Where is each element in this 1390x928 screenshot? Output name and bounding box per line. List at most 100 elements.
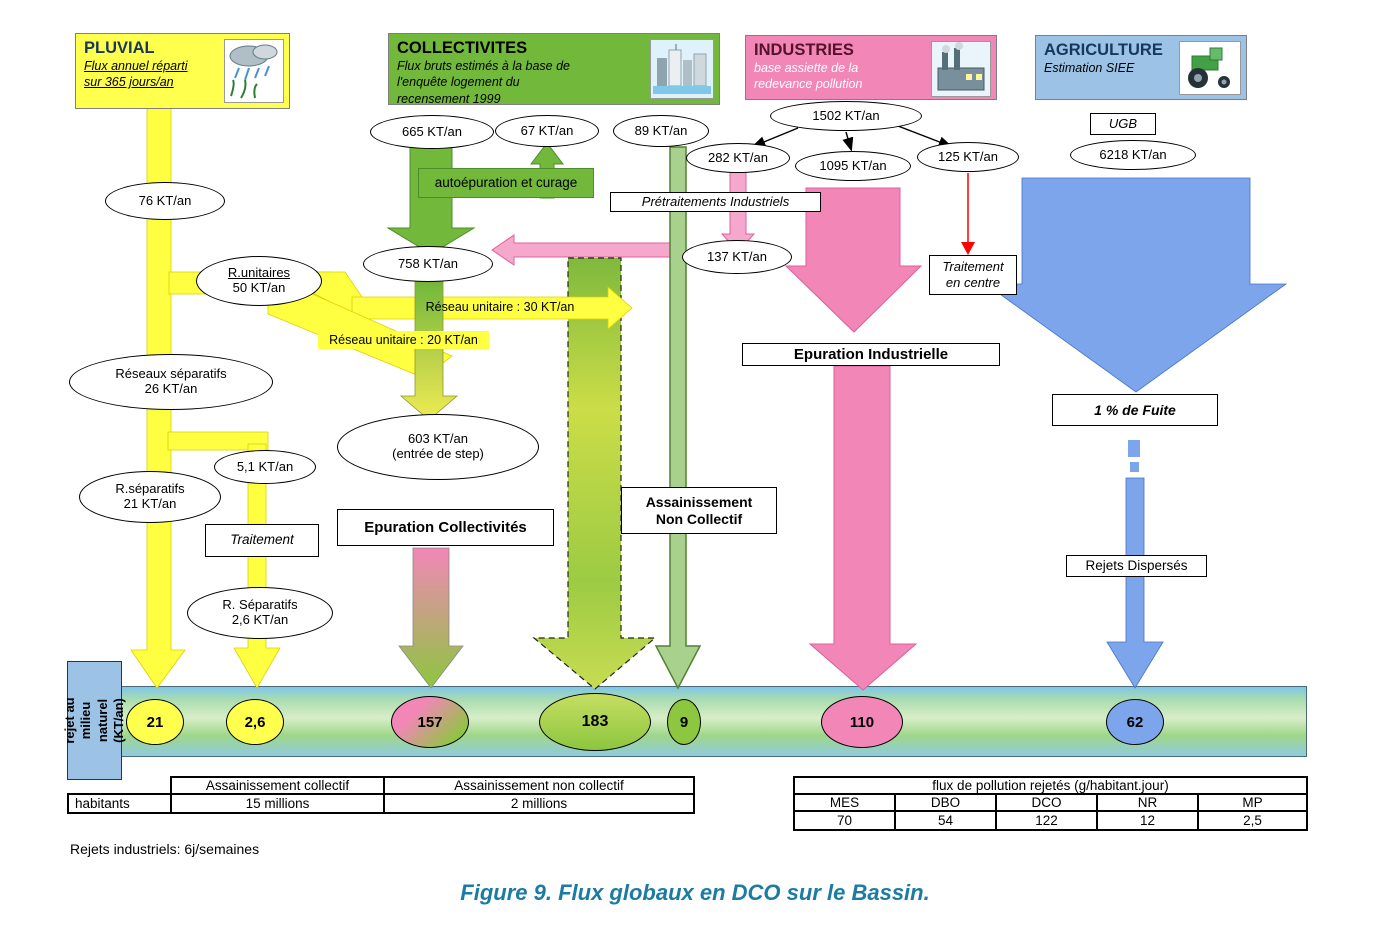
reseau-30-text: Réseau unitaire : 30 KT/an — [425, 300, 575, 314]
outflow-value: 2,6 — [244, 713, 266, 731]
outflow-value: 62 — [1126, 713, 1144, 731]
node-label: 758 KT/an — [398, 255, 458, 271]
assainissement-nc-box: Assainissement Non Collectif — [621, 487, 777, 534]
cell-text: Assainissement non collectif — [454, 778, 624, 793]
node-reseaux-separatifs: Réseaux séparatifs 26 KT/an — [69, 354, 273, 410]
step-outflow-arrow — [398, 547, 464, 689]
tractor-icon — [1179, 41, 1241, 95]
cell-text: 2,5 — [1243, 813, 1262, 828]
node-label: 67 KT/an — [520, 122, 574, 138]
collectivites-subtitle-2: l'enquête logement du — [397, 75, 520, 90]
pollution-val-mp: 2,5 — [1197, 810, 1308, 831]
node-ind-epur: 1095 KT/an — [795, 151, 911, 181]
node-label: 6218 KT/an — [1099, 146, 1167, 162]
node-label-line2: 21 KT/an — [123, 496, 177, 511]
cell-text: 2 millions — [510, 796, 568, 811]
node-label: 1502 KT/an — [812, 107, 880, 123]
reseau-20-label: Réseau unitaire : 20 KT/an — [318, 331, 489, 349]
outflow-anc: 9 — [667, 699, 701, 745]
outflow-unitaire: 183 — [539, 693, 651, 751]
outflow-agriculture: 62 — [1106, 699, 1164, 745]
assainissement-nc-line2: Non Collectif — [655, 510, 743, 527]
outflow-value: 157 — [417, 713, 443, 731]
reseau-20-text: Réseau unitaire : 20 KT/an — [329, 332, 478, 347]
outflow-value: 110 — [849, 713, 875, 731]
pluvial-subtitle-2: sur 365 jours/an — [84, 75, 174, 90]
fuite-box: 1 % de Fuite — [1052, 394, 1218, 426]
disperses-arrow — [1106, 477, 1164, 689]
node-r-separatifs-21: R.séparatifs 21 KT/an — [79, 471, 221, 523]
separatif-branch — [167, 431, 269, 451]
industries-title: INDUSTRIES — [754, 41, 854, 59]
node-entree-step: 603 KT/an (entrée de step) — [337, 414, 539, 480]
outflow-separatif-26: 2,6 — [226, 699, 284, 745]
split-line-3 — [897, 125, 953, 148]
cell-text: flux de pollution rejetés (g/habitant.jo… — [932, 778, 1169, 793]
cell-text: DCO — [1031, 795, 1062, 810]
industrie-epuration-arrow — [784, 187, 923, 333]
fuite-label: 1 % de Fuite — [1094, 401, 1176, 418]
epuration-collectivites-label: Epuration Collectivités — [364, 518, 527, 536]
city-icon — [650, 39, 714, 99]
centre-arrow-head — [961, 242, 975, 255]
autoepuration-label: autoépuration et curage — [434, 174, 578, 190]
traitement-box: Traitement — [205, 524, 319, 557]
node-ind-centre: 125 KT/an — [917, 142, 1019, 172]
node-label-line2: 50 KT/an — [232, 280, 286, 295]
pretraitements-box: Prétraitements Industriels — [610, 192, 821, 212]
node-curage: 67 KT/an — [495, 115, 599, 147]
cell-text: 15 millions — [245, 796, 310, 811]
node-anc-flux: 89 KT/an — [613, 115, 709, 147]
node-coll-brut: 665 KT/an — [370, 115, 494, 149]
agriculture-subtitle-1: Estimation SIEE — [1044, 61, 1135, 75]
epuration-industrielle-box: Epuration Industrielle — [742, 343, 1000, 366]
cell-text: MP — [1242, 795, 1263, 810]
industries-header: INDUSTRIES base assiette de la redevance… — [745, 35, 997, 100]
fuite-dash-2 — [1130, 462, 1139, 472]
node-label: 76 KT/an — [138, 192, 192, 208]
anc-arrow — [654, 146, 702, 690]
industries-subtitle-2: redevance pollution — [754, 77, 863, 92]
habitants-col2-value: 2 millions — [383, 793, 695, 814]
node-r-separatifs-26: R. Séparatifs 2,6 KT/an — [187, 587, 333, 639]
agriculture-arrow — [984, 177, 1288, 393]
node-ind-rejet: 137 KT/an — [682, 240, 792, 274]
cell-text: NR — [1137, 795, 1158, 810]
pollution-val-nr: 12 — [1096, 810, 1199, 831]
node-sep-51: 5,1 KT/an — [214, 450, 316, 484]
ugb-box: UGB — [1090, 113, 1156, 135]
outflow-value: 183 — [581, 713, 609, 730]
cell-text: 54 — [937, 813, 954, 828]
pluvial-title: PLUVIAL — [84, 39, 155, 57]
epuration-collectivites-box: Epuration Collectivités — [337, 509, 554, 546]
outflow-step: 157 — [391, 696, 469, 748]
node-coll-apres: 758 KT/an — [363, 246, 493, 282]
step-inflow-arrow — [399, 281, 459, 421]
node-r-unitaires: R.unitaires 50 KT/an — [196, 256, 322, 306]
node-label: 5,1 KT/an — [236, 458, 294, 474]
figure-caption: Figure 9. Flux globaux en DCO sur le Bas… — [460, 880, 930, 905]
band-axis-label: rejet au milieu naturel (KT/an) — [62, 697, 126, 744]
node-label: 89 KT/an — [634, 122, 688, 138]
pretraitements-label: Prétraitements Industriels — [641, 194, 790, 210]
split-line-2 — [842, 131, 854, 152]
outflow-value: 21 — [146, 713, 164, 731]
node-label-line1: R.séparatifs — [115, 481, 185, 497]
industrie-outflow-arrow — [808, 365, 918, 691]
habitants-row-label: habitants — [67, 793, 172, 814]
cell-text: habitants — [75, 796, 130, 811]
rain-cloud-icon — [224, 39, 284, 103]
epuration-industrielle-label: Epuration Industrielle — [793, 345, 949, 363]
collectivites-subtitle-1: Flux bruts estimés à la base de — [397, 59, 570, 73]
pollution-val-mes: 70 — [793, 810, 896, 831]
fuite-dash-1 — [1128, 440, 1140, 457]
node-agri-flux: 6218 KT/an — [1070, 140, 1196, 170]
pluvial-header: PLUVIAL Flux annuel réparti sur 365 jour… — [75, 33, 290, 109]
cell-text: 122 — [1035, 813, 1058, 828]
node-label: 137 KT/an — [707, 248, 767, 264]
autoepuration-box: autoépuration et curage — [418, 168, 594, 198]
reseau-30-label: Réseau unitaire : 30 KT/an — [410, 299, 590, 316]
assainissement-nc-line1: Assainissement — [645, 493, 753, 510]
node-label-line2: 2,6 KT/an — [231, 612, 289, 627]
band-axis-box: rejet au milieu naturel (KT/an) — [62, 661, 126, 780]
